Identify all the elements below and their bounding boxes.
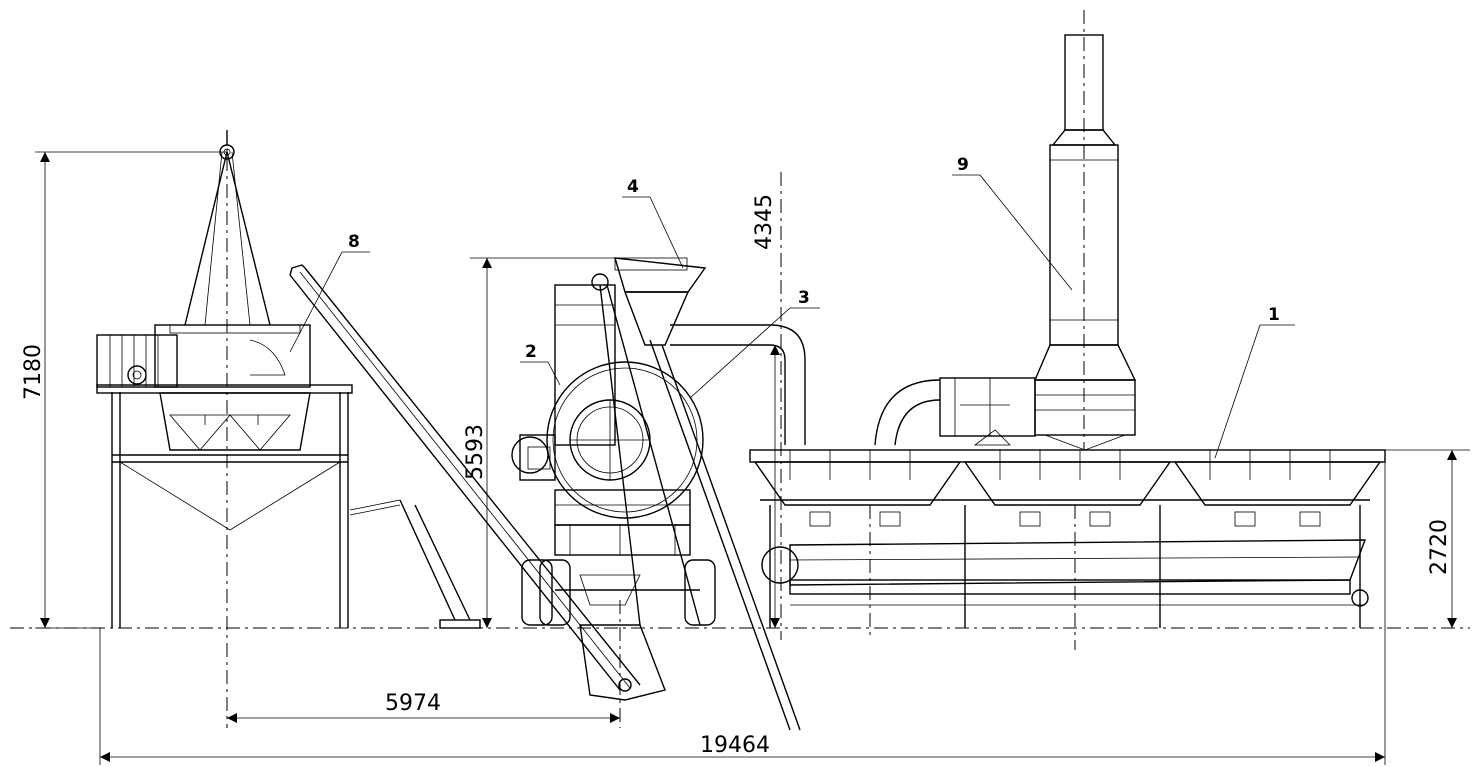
dim-bin-height: 2720: [1427, 519, 1452, 575]
callout-2: 2: [520, 342, 561, 386]
mixer-unit: [511, 172, 806, 731]
callout-8: 8: [289, 232, 370, 353]
svg-text:3: 3: [798, 288, 810, 308]
callout-9: 9: [952, 155, 1073, 291]
dim-pipe-height: 4345: [752, 194, 777, 250]
callout-1: 1: [1214, 305, 1295, 459]
svg-text:1: 1: [1268, 305, 1280, 325]
cement-hopper-unit: [96, 130, 353, 728]
dim-mixer-height: 5593: [463, 424, 488, 480]
svg-text:8: 8: [348, 232, 360, 252]
dim-horizontal-offset: 5974: [385, 691, 441, 716]
callout-4: 4: [622, 177, 684, 269]
svg-text:4: 4: [627, 177, 639, 197]
screw-conveyor: [289, 264, 641, 691]
aggregate-bins: [749, 449, 1386, 650]
svg-text:9: 9: [957, 155, 969, 175]
svg-text:2: 2: [525, 342, 537, 362]
dust-collector: [874, 10, 1137, 451]
dim-overall-length: 19464: [700, 733, 770, 758]
dim-left-height: 7180: [21, 344, 46, 400]
callout-3: 3: [689, 288, 820, 399]
